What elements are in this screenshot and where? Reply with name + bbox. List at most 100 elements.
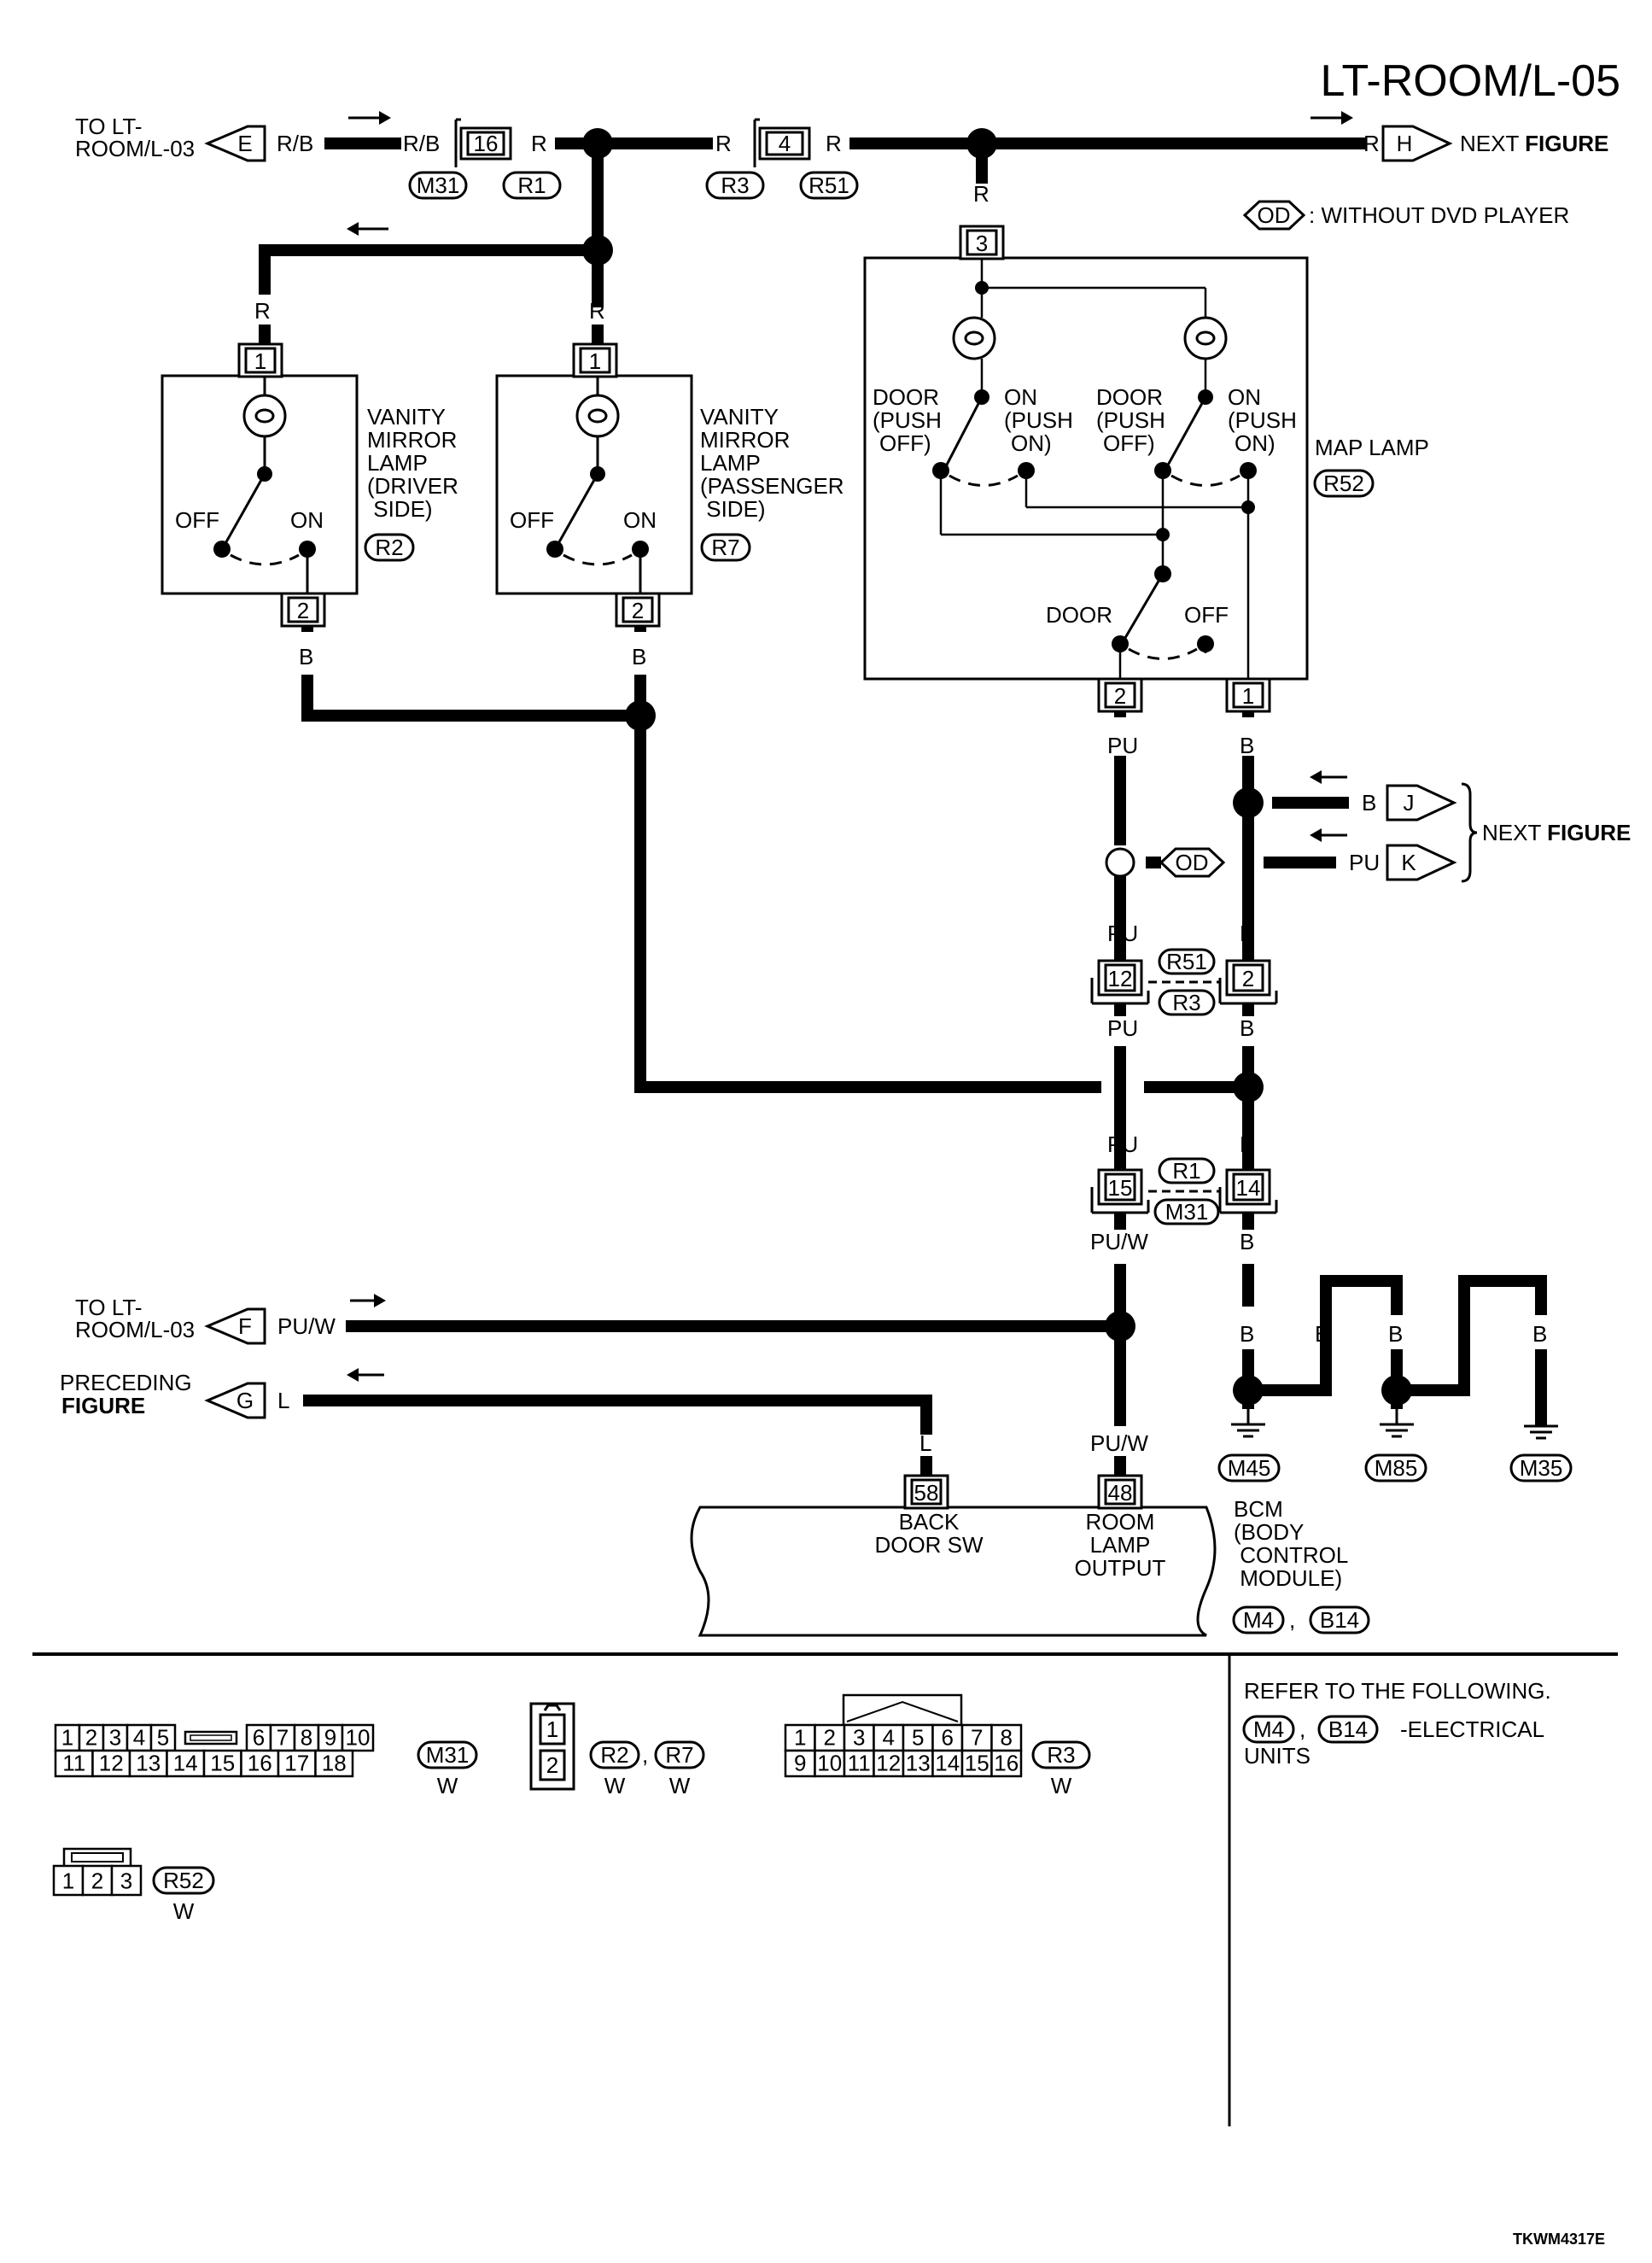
connector-pin	[314, 1749, 354, 1778]
pin-number: 11	[62, 1750, 85, 1775]
connector-pin	[166, 1749, 206, 1778]
pin-number: 9	[324, 1724, 336, 1750]
offpage-connector-j[interactable]: J	[1386, 784, 1457, 822]
pin-number: 15	[210, 1750, 235, 1775]
splice-dot	[1381, 1375, 1412, 1406]
svg-text:H: H	[1397, 131, 1413, 156]
pin-number: 9	[794, 1750, 806, 1775]
pin-number: 5	[157, 1724, 169, 1750]
wire-color: R	[826, 131, 842, 156]
svg-text:B14: B14	[1320, 1607, 1359, 1633]
pin-number: 8	[301, 1724, 312, 1750]
connector-pin	[341, 1723, 375, 1752]
pin-number: 3	[120, 1868, 132, 1894]
wire-color: PU	[1349, 850, 1380, 875]
svg-text:F: F	[238, 1313, 252, 1339]
svg-text:R3: R3	[1047, 1742, 1075, 1768]
connector-16[interactable]: 16	[454, 118, 512, 167]
joint-connector-15-14[interactable]: 15 14 R1 M31	[1090, 1157, 1278, 1225]
svg-text:4: 4	[779, 131, 791, 156]
svg-text:M35: M35	[1520, 1455, 1563, 1481]
svg-text:M4: M4	[1253, 1716, 1284, 1742]
pin-number: 10	[817, 1750, 842, 1775]
switch-label: OFF	[1184, 602, 1229, 628]
wire-color: L	[919, 1430, 931, 1456]
connector-label: R2	[364, 533, 415, 562]
svg-text:12: 12	[1108, 966, 1133, 991]
svg-text:15: 15	[1108, 1175, 1133, 1201]
svg-text:W: W	[1051, 1773, 1072, 1798]
wire-color: PU	[1107, 1015, 1138, 1041]
connector-4[interactable]: 4	[753, 118, 811, 167]
svg-text:ON: ON	[290, 507, 324, 533]
pin-number: 1	[61, 1724, 73, 1750]
brace	[1461, 782, 1478, 883]
map-lamp: 3 2 1	[863, 225, 1309, 713]
pin-number: 3	[109, 1724, 121, 1750]
offpage-connector-h[interactable]: H	[1381, 125, 1453, 162]
svg-text:OD: OD	[1258, 202, 1291, 228]
svg-text:16: 16	[474, 131, 499, 156]
pin-number: 2	[91, 1868, 103, 1894]
offpage-connector-f[interactable]: F	[204, 1307, 266, 1345]
switch-label: DOOR	[1046, 602, 1112, 628]
svg-text:1: 1	[1242, 683, 1254, 709]
bcm-label: BCM(BODY CONTROL MODULE)	[1234, 1496, 1348, 1591]
connector-label: R7	[700, 533, 751, 562]
vanity-ground-wire	[301, 626, 1246, 1093]
ground-symbol	[1231, 1409, 1558, 1440]
svg-text:R2: R2	[375, 535, 403, 560]
pin-number: 4	[883, 1724, 895, 1750]
connector-pin	[902, 1749, 934, 1778]
connector-pin	[960, 1749, 993, 1778]
wire-color: R	[1363, 131, 1380, 156]
wire-color: B	[1362, 790, 1376, 816]
wire-color: R	[973, 181, 989, 207]
wire-color: B	[1240, 1321, 1254, 1347]
wire-color: B	[1240, 733, 1254, 758]
splice-dot	[1233, 1375, 1264, 1406]
splice-dot	[1233, 1072, 1264, 1102]
od-legend: OD : WITHOUT DVD PLAYER	[1242, 200, 1569, 231]
pin-number: 16	[994, 1750, 1019, 1775]
refer-units: UNITS	[1244, 1743, 1311, 1769]
splice-dot	[1105, 1311, 1135, 1342]
connector-pin	[245, 1723, 272, 1752]
wire-color: PU/W	[1090, 1229, 1148, 1254]
wire-color: R	[715, 131, 732, 156]
svg-text:R51: R51	[1166, 949, 1207, 974]
svg-text:R7: R7	[665, 1742, 693, 1768]
offpage-connector-g[interactable]: G	[204, 1382, 266, 1419]
svg-text:1: 1	[254, 348, 266, 374]
svg-text:: WITHOUT DVD PLAYER: : WITHOUT DVD PLAYER	[1309, 202, 1569, 228]
refer-suffix: -ELECTRICAL	[1400, 1716, 1544, 1742]
connector-label: R3 W	[1031, 1740, 1091, 1798]
connector-label: M4 , B14	[1242, 1715, 1379, 1744]
offpage-connector-k[interactable]: K	[1386, 844, 1457, 881]
map-lamp-label: MAP LAMP	[1315, 435, 1429, 460]
pin-number: 6	[253, 1724, 265, 1750]
svg-text:14: 14	[1236, 1175, 1261, 1201]
connector-pin	[240, 1749, 280, 1778]
pin-number: 4	[133, 1724, 145, 1750]
svg-text:R7: R7	[711, 535, 739, 560]
connector-pin	[843, 1749, 875, 1778]
svg-text:,: ,	[642, 1742, 648, 1768]
offpage-connector-e[interactable]: E	[204, 125, 266, 162]
svg-text:E: E	[237, 131, 252, 156]
connector-pin	[990, 1749, 1023, 1778]
pin-number: 18	[322, 1750, 347, 1775]
svg-text:OD: OD	[1176, 850, 1209, 875]
svg-text:2: 2	[632, 598, 644, 623]
svg-text:48: 48	[1108, 1480, 1133, 1506]
wire-color: B	[1388, 1321, 1403, 1347]
splice-dot	[966, 128, 997, 159]
